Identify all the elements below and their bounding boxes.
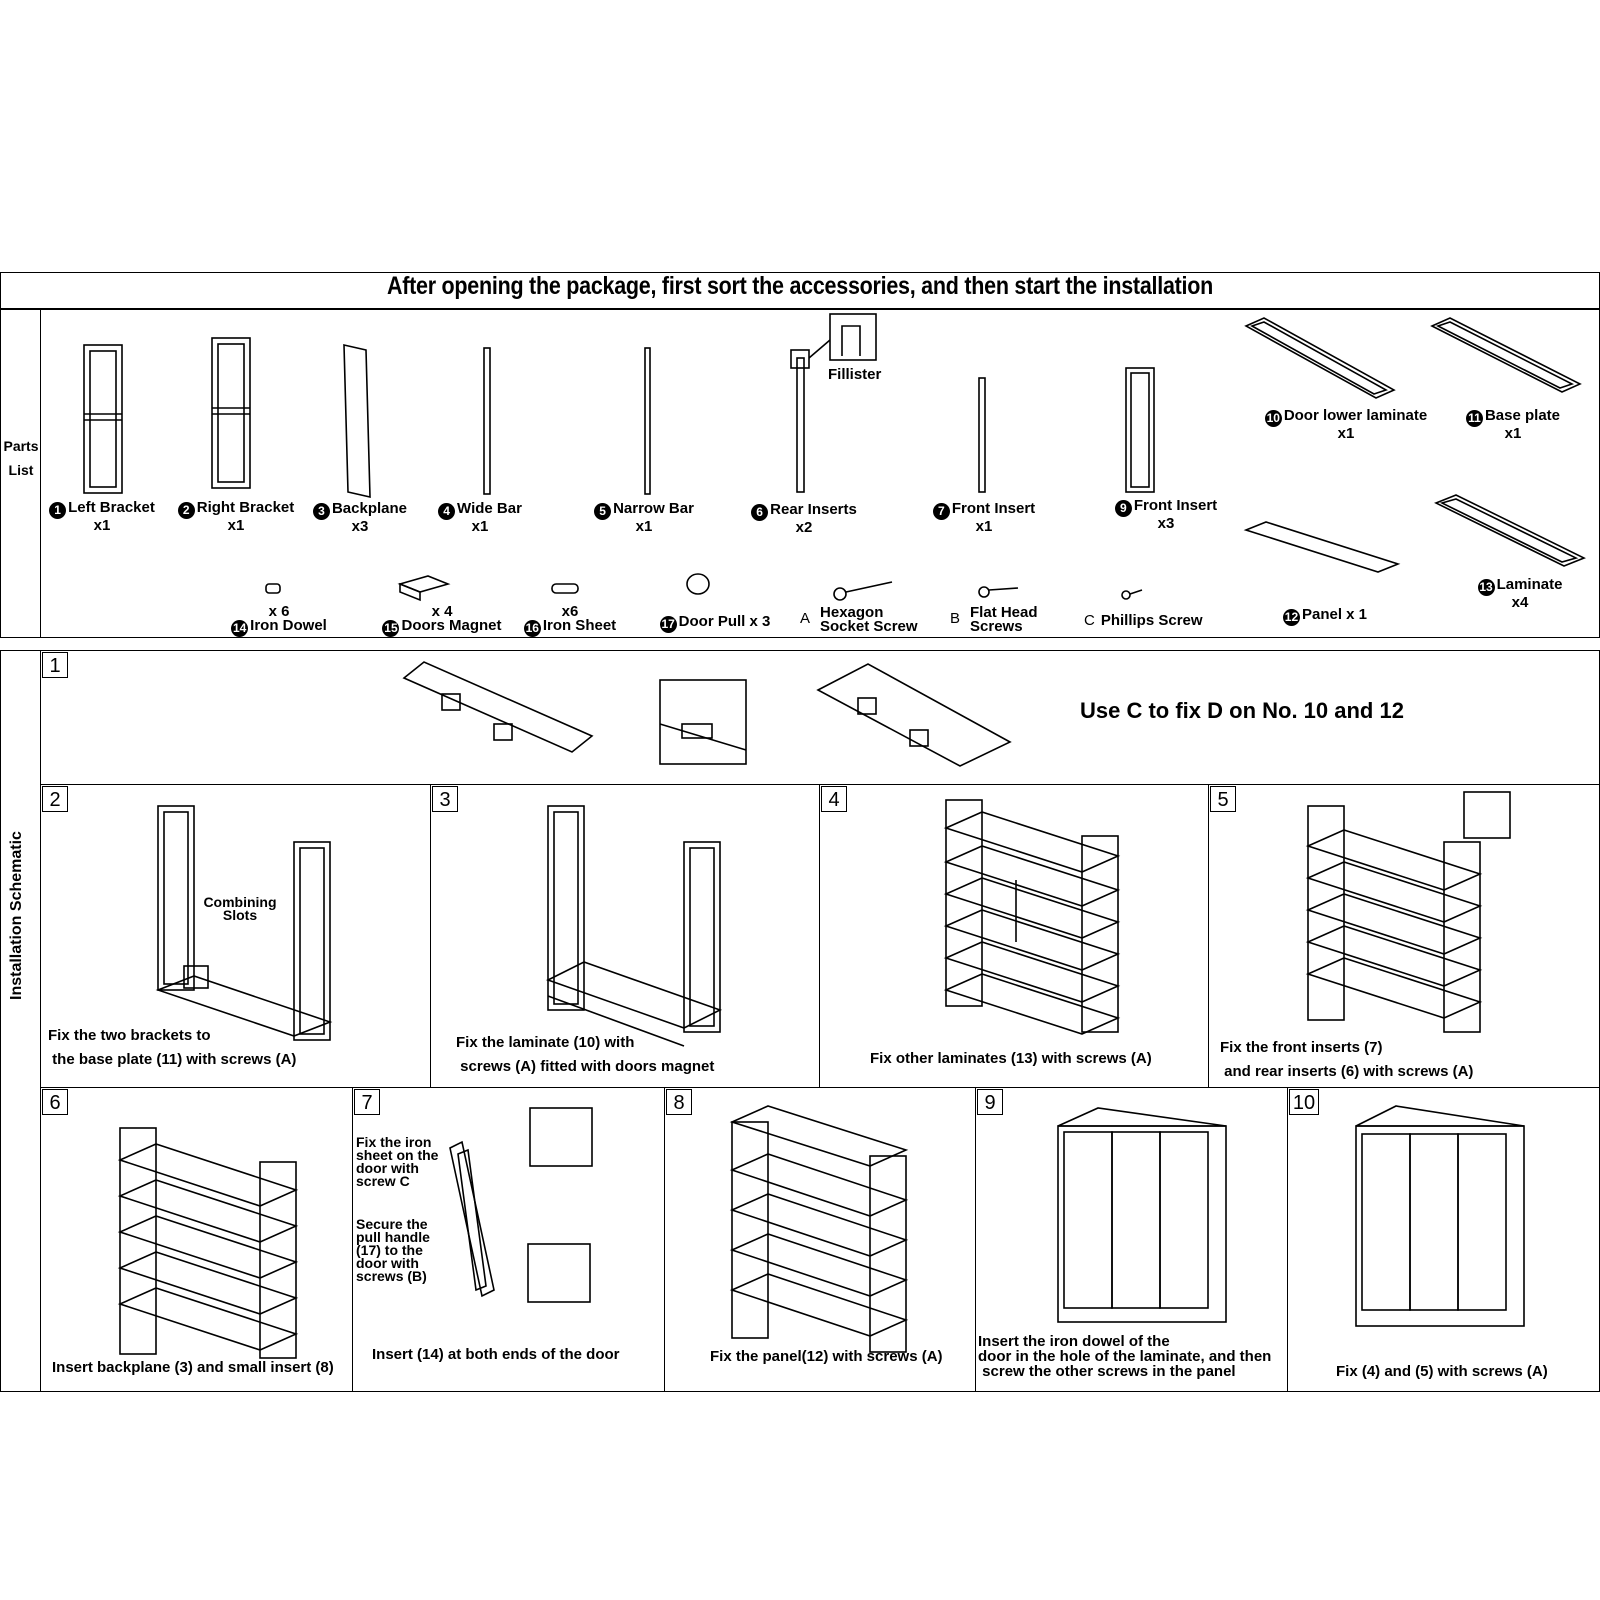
install-divider: [40, 650, 41, 1392]
step10-drawing: [1355, 1105, 1525, 1327]
step-number-3: 3: [432, 786, 458, 812]
part-panel-drawing: [1243, 521, 1401, 573]
part-door-lower-laminate-drawing: [1244, 317, 1396, 399]
step1-magnet-detail-drawing: [659, 679, 747, 765]
part-base-plate-drawing: [1430, 317, 1582, 393]
part-front-insert-9-drawing: [1125, 367, 1155, 493]
step6-caption: Insert backplane (3) and small insert (8…: [52, 1359, 334, 1376]
step10-caption: Fix (4) and (5) with screws (A): [1336, 1363, 1548, 1380]
step8-drawing: [729, 1105, 909, 1353]
row2-col-line-2: [819, 784, 820, 1087]
row3-col-line-3: [975, 1087, 976, 1392]
part-wide-bar-drawing: [483, 347, 491, 495]
part-left-bracket-drawing: [83, 344, 123, 494]
step2-combining-slots-note: Combining Slots: [203, 894, 277, 923]
step5-drawing: [1305, 791, 1511, 1033]
row2-col-line-3: [1208, 784, 1209, 1087]
step9-drawing: [1057, 1107, 1227, 1323]
part-narrow-bar-drawing: [644, 347, 651, 495]
part-front-insert-7-drawing: [978, 377, 986, 493]
step2-caption: Fix the two brackets to the base plate (…: [48, 1027, 297, 1068]
hw-hexagon-screw-drawing: [833, 581, 893, 601]
step2-drawing: [155, 805, 333, 1041]
step-number-10: 10: [1289, 1089, 1319, 1115]
step-number-6: 6: [42, 1089, 68, 1115]
part-backplane-drawing: [343, 343, 371, 499]
step-number-5: 5: [1210, 786, 1236, 812]
step4-caption: Fix other laminates (13) with screws (A): [870, 1050, 1152, 1067]
part-laminate-drawing: [1434, 494, 1586, 567]
step-number-2: 2: [42, 786, 68, 812]
step-number-9: 9: [977, 1089, 1003, 1115]
hw-flat-head-screw-drawing: [978, 586, 1019, 598]
hw-iron-sheet-drawing: [551, 583, 579, 594]
step5-caption: Fix the front inserts (7) and rear inser…: [1220, 1039, 1474, 1080]
hw-door-pull-drawing: [686, 573, 710, 595]
parts-list-divider: [40, 308, 41, 638]
step-number-4: 4: [821, 786, 847, 812]
step3-drawing: [545, 805, 723, 1047]
step-number-1: 1: [42, 652, 68, 678]
part-right-bracket-drawing: [211, 337, 251, 489]
row3-col-line-4: [1287, 1087, 1288, 1392]
parts-list-label: Parts List: [3, 438, 39, 478]
row3-col-line-2: [664, 1087, 665, 1392]
row2-col-line-1: [430, 784, 431, 1087]
step7-caption: Insert (14) at both ends of the door: [372, 1346, 620, 1363]
step1-panel-12-drawing: [816, 663, 1012, 767]
step7-note-pull-handle: Secure the pull handle (17) to the door …: [356, 1216, 430, 1284]
row1-bottom-line: [40, 784, 1600, 785]
part-rear-inserts-drawing: [790, 313, 877, 493]
step7-note-iron-sheet: Fix the iron sheet on the door with scre…: [356, 1134, 439, 1189]
step-number-8: 8: [666, 1089, 692, 1115]
hw-doors-magnet-drawing: [397, 575, 451, 602]
step1-instruction: Use C to fix D on No. 10 and 12: [1080, 698, 1404, 723]
step6-drawing: [117, 1127, 299, 1359]
page-title: After opening the package, first sort th…: [386, 272, 1214, 300]
hw-iron-dowel-drawing: [265, 583, 281, 594]
step9-caption: Insert the iron dowel of the door in the…: [978, 1333, 1272, 1380]
step7-drawing: [449, 1107, 593, 1303]
step1-laminate-10-drawing: [402, 661, 594, 753]
step4-drawing: [943, 799, 1121, 1035]
fillister-label: Fillister: [828, 366, 882, 383]
step8-caption: Fix the panel(12) with screws (A): [710, 1348, 943, 1365]
row2-bottom-line: [40, 1087, 1600, 1088]
row3-col-line-1: [352, 1087, 353, 1392]
step-number-7: 7: [354, 1089, 380, 1115]
step3-caption: Fix the laminate (10) with screws (A) fi…: [456, 1034, 715, 1075]
hw-phillips-screw-drawing: [1121, 589, 1143, 600]
